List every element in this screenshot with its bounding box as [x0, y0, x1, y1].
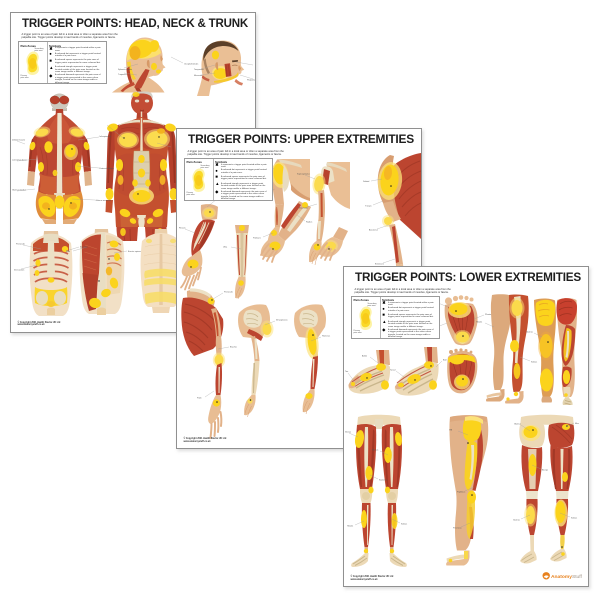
svg-text:Temporalis: Temporalis — [194, 69, 204, 71]
svg-text:Palmaris: Palmaris — [253, 238, 261, 240]
svg-text:Humerus: Humerus — [322, 336, 330, 338]
svg-text:Ribs: Ribs — [66, 251, 70, 253]
svg-text:Biceps: Biceps — [542, 470, 548, 472]
svg-text:Peroneus: Peroneus — [453, 528, 462, 530]
svg-text:Pectoralis: Pectoralis — [16, 242, 25, 245]
svg-text:Extensors: Extensors — [375, 263, 384, 266]
svg-text:Radius: Radius — [306, 222, 312, 224]
svg-text:Vastus: Vastus — [345, 431, 351, 434]
svg-text:Tarsal: Tarsal — [390, 370, 396, 372]
svg-text:Tibialis: Tibialis — [476, 322, 482, 324]
svg-text:Popliteus: Popliteus — [457, 491, 465, 494]
svg-text:Brachialis: Brachialis — [299, 208, 308, 210]
svg-text:Rectus: Rectus — [372, 449, 378, 452]
svg-text:Gastroc: Gastroc — [526, 331, 533, 334]
svg-text:Soleus: Soleus — [571, 518, 577, 520]
svg-text:Occipitofrontalis: Occipitofrontalis — [184, 62, 198, 65]
svg-text:Ball: Ball — [443, 360, 447, 362]
svg-text:Max: Max — [575, 423, 579, 425]
svg-text:Trapezius: Trapezius — [118, 74, 127, 76]
svg-text:Supraspinatus: Supraspinatus — [297, 173, 310, 176]
svg-text:Brachio: Brachio — [230, 347, 238, 349]
svg-text:Infraspinatus: Infraspinatus — [100, 135, 111, 138]
svg-text:Plantar: Plantar — [485, 313, 492, 316]
svg-text:Soleus: Soleus — [531, 362, 537, 364]
svg-text:Palm: Palm — [197, 398, 202, 400]
svg-text:Ulna: Ulna — [223, 247, 228, 249]
svg-text:Splenius capitis: Splenius capitis — [118, 68, 132, 71]
svg-text:Serratus: Serratus — [80, 245, 88, 248]
svg-text:Gluteus: Gluteus — [514, 423, 521, 426]
svg-text:Platysma: Platysma — [247, 78, 255, 81]
svg-text:Deltoid muscle: Deltoid muscle — [12, 138, 26, 141]
svg-text:External oblique: External oblique — [100, 167, 115, 170]
svg-text:Intercostals: Intercostals — [14, 268, 24, 271]
svg-text:Latissimus dorsi: Latissimus dorsi — [12, 158, 27, 161]
svg-text:Sartorius: Sartorius — [379, 479, 387, 482]
svg-text:ITB: ITB — [449, 430, 453, 432]
svg-text:Deltoid: Deltoid — [363, 180, 369, 183]
svg-text:Infraspinatus: Infraspinatus — [276, 319, 287, 322]
svg-text:Triceps: Triceps — [365, 206, 371, 208]
svg-text:Gluteus maximus: Gluteus maximus — [96, 199, 111, 202]
svg-text:Ankle: Ankle — [362, 355, 368, 358]
svg-text:Gastroc: Gastroc — [513, 519, 520, 522]
svg-text:Pectoralis: Pectoralis — [224, 291, 233, 294]
svg-text:Erector spinae: Erector spinae — [128, 250, 142, 253]
svg-text:Masseter: Masseter — [194, 74, 203, 77]
svg-text:AnatomyStuff: AnatomyStuff — [551, 574, 583, 580]
svg-text:Tibialis: Tibialis — [347, 526, 353, 528]
svg-text:Anconeus: Anconeus — [369, 229, 378, 232]
svg-text:Flexors: Flexors — [179, 228, 186, 230]
svg-text:Gluteus medius: Gluteus medius — [12, 188, 26, 191]
svg-text:Soleus: Soleus — [401, 524, 407, 526]
svg-text:Toe: Toe — [345, 371, 349, 373]
